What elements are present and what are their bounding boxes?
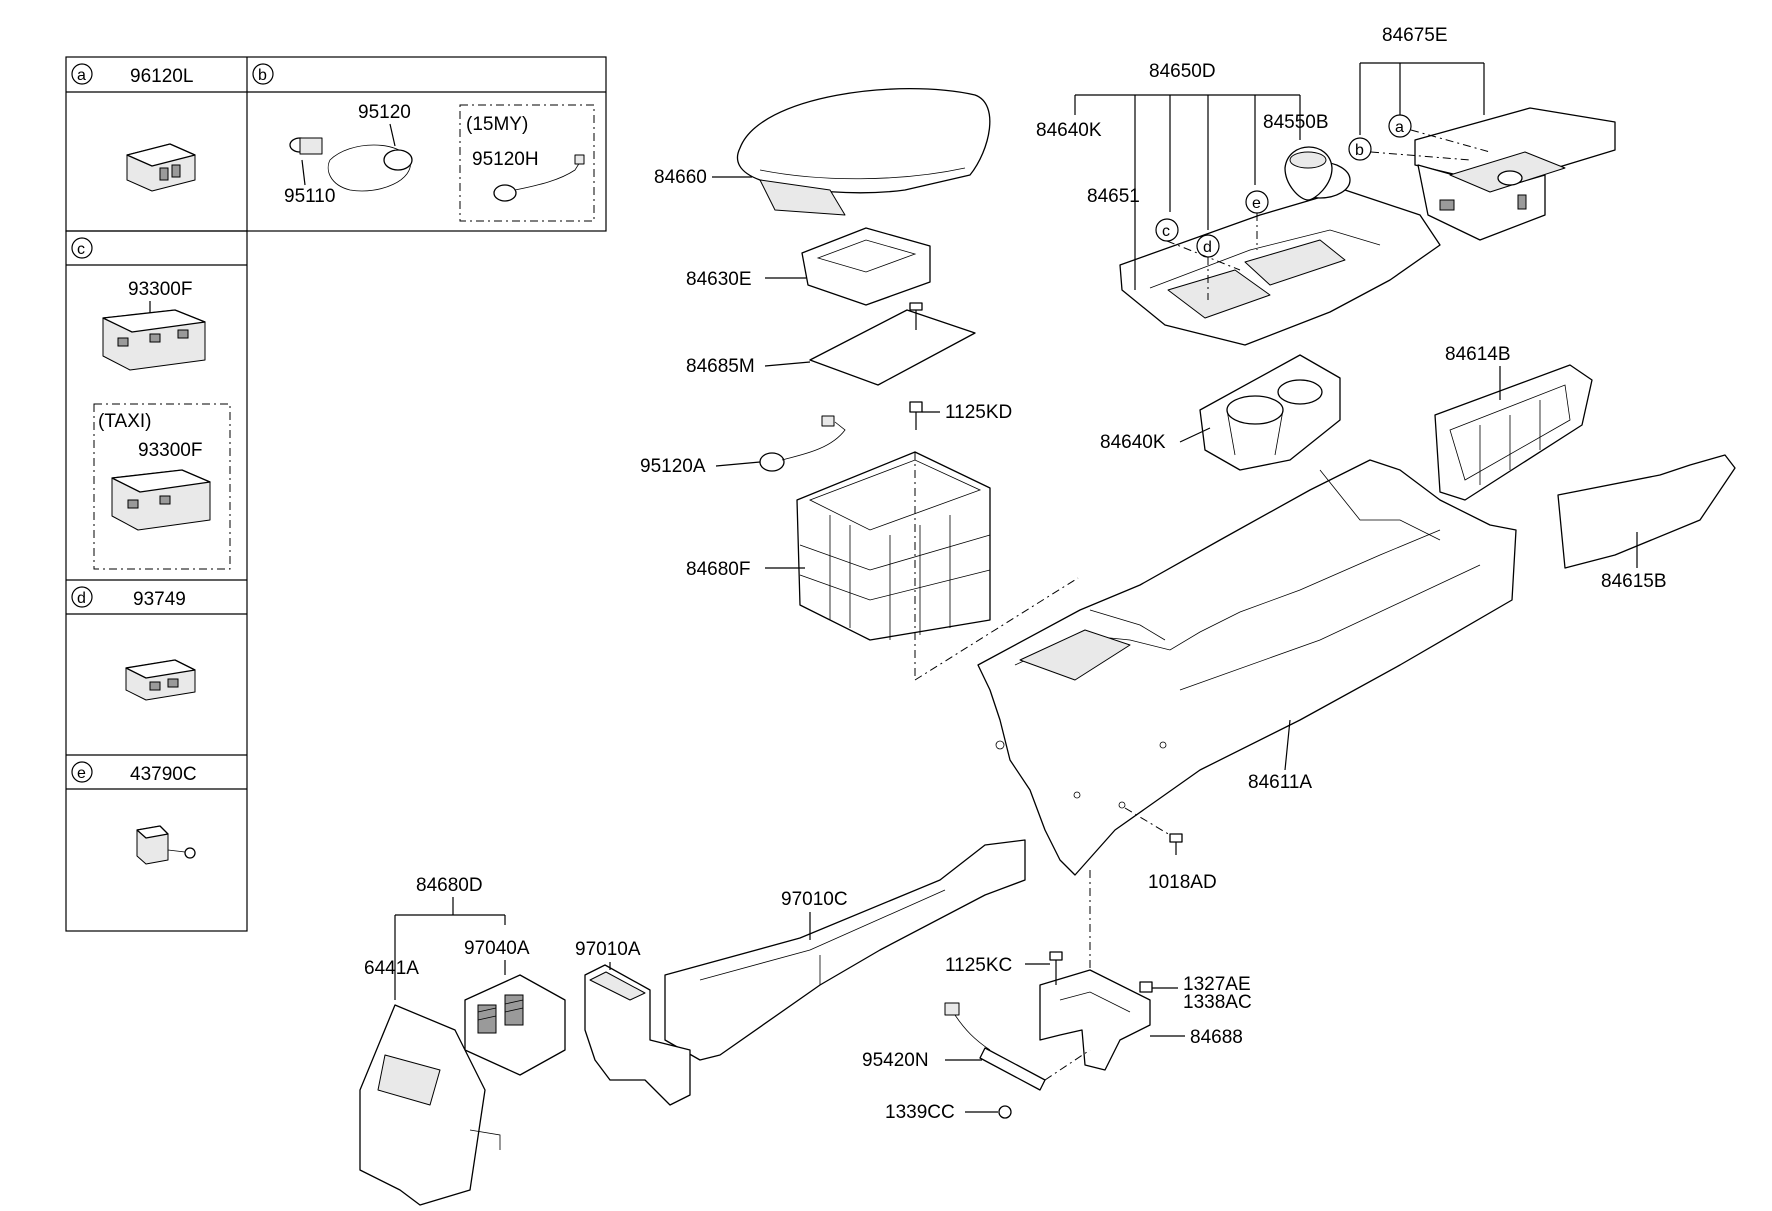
legend-b-letter: b <box>258 67 267 84</box>
legend-a-letter: a <box>77 67 86 84</box>
callout-1327ae: 1327AE <box>1183 974 1251 995</box>
callout-84615b: 84615B <box>1601 571 1667 592</box>
marker-e: e <box>1245 190 1269 250</box>
legend-c-letter: c <box>77 241 85 258</box>
screw-1125kc: 1125KC <box>945 951 1063 985</box>
callout-84614b: 84614B <box>1445 344 1511 365</box>
marker-b: b <box>1348 137 1471 161</box>
switch-93749-illustration <box>125 659 196 701</box>
duct-97010a: 97010A <box>575 939 691 1106</box>
storage-box-84680f: 84680F <box>686 451 991 680</box>
svg-text:c: c <box>1162 223 1170 240</box>
switch-93300f-illustration <box>102 309 206 371</box>
callout-84650d: 84650D <box>1149 61 1216 82</box>
cup-holder-84640k: 84640K <box>1100 354 1341 471</box>
console-upper-trim-84651 <box>1119 161 1441 346</box>
panel-84675e: 84675E <box>1359 25 1616 241</box>
callout-1339cc: 1339CC <box>885 1102 955 1123</box>
callout-84630e: 84630E <box>686 269 752 290</box>
callout-84550b: 84550B <box>1263 112 1329 133</box>
switch-96120l-illustration <box>126 143 196 192</box>
nut-1327ae-1338ac: 1327AE 1338AC <box>1139 974 1252 1013</box>
marker-a: a <box>1388 114 1491 153</box>
rear-cover-6441a <box>359 1004 501 1206</box>
legend-b-variant-label: (15MY) <box>466 114 528 135</box>
callout-84685m: 84685M <box>686 356 755 377</box>
callout-84680d: 84680D <box>416 875 483 896</box>
legend-table <box>65 56 607 932</box>
callout-97010a: 97010A <box>575 939 641 960</box>
legend-cell-c: c 93300F (TAXI) 93300F <box>71 237 231 570</box>
legend-b-part-95110: 95110 <box>284 186 335 207</box>
callout-84660: 84660 <box>654 167 707 188</box>
legend-a-part: 96120L <box>130 66 193 87</box>
callout-1125kd: 1125KD <box>945 402 1012 423</box>
callout-group-84650d: 84650D 84640K 84651 <box>1036 61 1301 290</box>
mat-84685m: 84685M <box>686 309 976 386</box>
callout-84680f: 84680F <box>686 559 750 580</box>
svg-text:b: b <box>1355 142 1364 159</box>
armrest-lid-84660: 84660 <box>654 88 991 216</box>
shift-knob-84550b: 84550B <box>1263 112 1333 201</box>
callout-1125kc: 1125KC <box>945 955 1012 976</box>
callout-84651: 84651 <box>1087 186 1140 207</box>
svg-text:d: d <box>1203 239 1212 256</box>
legend-cell-b: b 95120 95110 (15MY) 95120H <box>252 63 595 222</box>
rear-vent-97040a <box>464 974 566 1076</box>
main-console-84611a: 84611A <box>977 459 1517 876</box>
callout-95120a: 95120A <box>640 456 706 477</box>
legend-c-part: 93300F <box>128 279 192 300</box>
callout-97010c: 97010C <box>781 889 848 910</box>
callout-84640k-cup: 84640K <box>1100 432 1166 453</box>
svg-text:a: a <box>1395 119 1404 136</box>
legend-d-part: 93749 <box>133 589 186 610</box>
callout-1018ad: 1018AD <box>1148 872 1217 893</box>
callout-84640k-top: 84640K <box>1036 120 1102 141</box>
screw-1125kd: 1125KD <box>909 302 1012 430</box>
bracket-84688: 84688 <box>1039 969 1243 1071</box>
nut-1339cc: 1339CC <box>885 1102 1012 1123</box>
socket-95120a: 95120A <box>640 415 846 477</box>
switch-93300f-taxi-illustration <box>111 469 211 531</box>
callout-group-84680d: 84680D 97040A 6441A <box>364 875 530 1000</box>
screw-1018ad: 1018AD <box>1124 807 1217 893</box>
lighter-socket-15my-illustration <box>493 154 585 202</box>
marker-d: d <box>1196 234 1220 300</box>
callout-97040a: 97040A <box>464 938 530 959</box>
lighter-socket-illustration <box>289 137 413 192</box>
legend-c-variant-label: (TAXI) <box>98 411 151 432</box>
legend-e-part: 43790C <box>130 764 197 785</box>
callout-1338ac: 1338AC <box>1183 992 1252 1013</box>
legend-b-variant-part: 95120H <box>472 149 539 170</box>
legend-c-variant-part: 93300F <box>138 440 202 461</box>
side-panel-84614b: 84614B <box>1434 344 1593 501</box>
legend-b-part-95120: 95120 <box>358 102 411 123</box>
wire-harness-95420n: 95420N <box>862 1002 1091 1091</box>
legend-cell-d: d 93749 <box>71 586 196 701</box>
callout-6441a: 6441A <box>364 958 419 979</box>
switch-43790c-illustration <box>136 825 196 865</box>
duct-97010c: 97010C <box>664 839 1026 1061</box>
callout-84675e: 84675E <box>1382 25 1448 46</box>
legend-cell-a: a 96120L <box>71 63 196 192</box>
callout-84611a: 84611A <box>1248 772 1312 793</box>
callout-95420n: 95420N <box>862 1050 929 1071</box>
legend-e-letter: e <box>77 765 86 782</box>
side-panel-84615b: 84615B <box>1557 454 1736 592</box>
callout-84688: 84688 <box>1190 1027 1243 1048</box>
svg-text:e: e <box>1252 195 1261 212</box>
legend-cell-e: e 43790C <box>71 761 197 865</box>
legend-d-letter: d <box>77 590 86 607</box>
tray-84630e: 84630E <box>686 227 931 306</box>
